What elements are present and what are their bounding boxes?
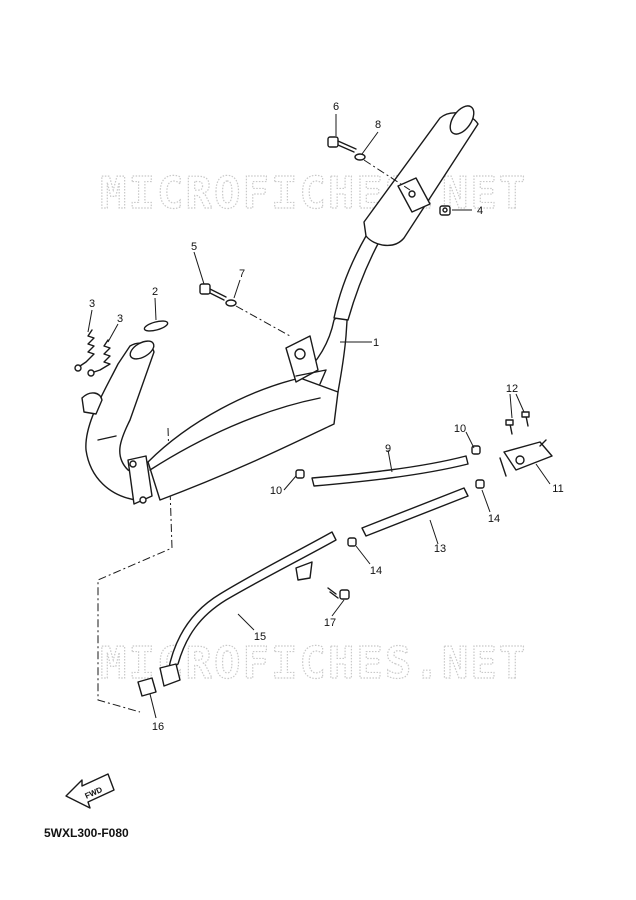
washer-part-7[interactable]: [225, 299, 237, 307]
callout-8: 8: [375, 119, 381, 131]
callout-5: 5: [191, 241, 197, 253]
exhaust-pipe-part-1[interactable]: [81, 305, 349, 505]
clamp-part-10a[interactable]: [295, 469, 305, 479]
callout-10b: 10: [454, 423, 466, 435]
alignment-line-bolt-6: [363, 159, 411, 191]
screw-part-12a[interactable]: [505, 419, 514, 435]
fwd-arrow-icon: FWD: [65, 773, 115, 809]
callout-7: 7: [239, 268, 245, 280]
connecting-pipe: [333, 235, 381, 321]
bolt-part-17[interactable]: [327, 587, 350, 600]
cap-part-16[interactable]: [137, 677, 157, 697]
screw-part-12b[interactable]: [521, 411, 530, 427]
callout-3b: 3: [117, 313, 123, 325]
callout-11: 11: [552, 483, 563, 495]
clamp-part-14b[interactable]: [347, 537, 357, 547]
callout-16: 16: [152, 721, 164, 733]
bolt-part-5[interactable]: [199, 283, 227, 301]
washer-part-8[interactable]: [354, 153, 366, 161]
callout-17: 17: [324, 617, 336, 629]
silencer[interactable]: [363, 102, 479, 246]
callout-14a: 14: [488, 513, 500, 525]
hose-part-9[interactable]: [311, 455, 469, 487]
callout-12: 12: [506, 383, 518, 395]
pipe-part-15[interactable]: [159, 531, 337, 687]
callout-4: 4: [477, 205, 483, 217]
clamp-part-14a[interactable]: [475, 479, 485, 489]
callout-14b: 14: [370, 565, 382, 577]
callout-1: 1: [373, 337, 379, 349]
alignment-line-bolt-5: [235, 305, 291, 337]
leader-lines: [87, 114, 551, 719]
spring-part-3a[interactable]: [74, 329, 95, 372]
callout-2: 2: [152, 286, 158, 298]
gasket-part-2[interactable]: [143, 319, 169, 333]
watermark-top: MICROFICHES.NET: [100, 168, 527, 219]
diagram-code-label: 5WXL300-F080: [44, 826, 129, 840]
bolt-part-6[interactable]: [327, 136, 357, 153]
routing-chain-line: [97, 427, 173, 713]
callout-6: 6: [333, 101, 339, 113]
callout-9: 9: [385, 443, 391, 455]
callout-13: 13: [434, 543, 446, 555]
callout-15: 15: [254, 631, 266, 643]
callout-3a: 3: [89, 298, 95, 310]
joint-part-11[interactable]: [499, 439, 553, 477]
hose-part-13[interactable]: [361, 487, 469, 537]
nut-part-4[interactable]: [439, 205, 451, 216]
callout-10a: 10: [270, 485, 282, 497]
spring-part-3b[interactable]: [87, 339, 111, 377]
